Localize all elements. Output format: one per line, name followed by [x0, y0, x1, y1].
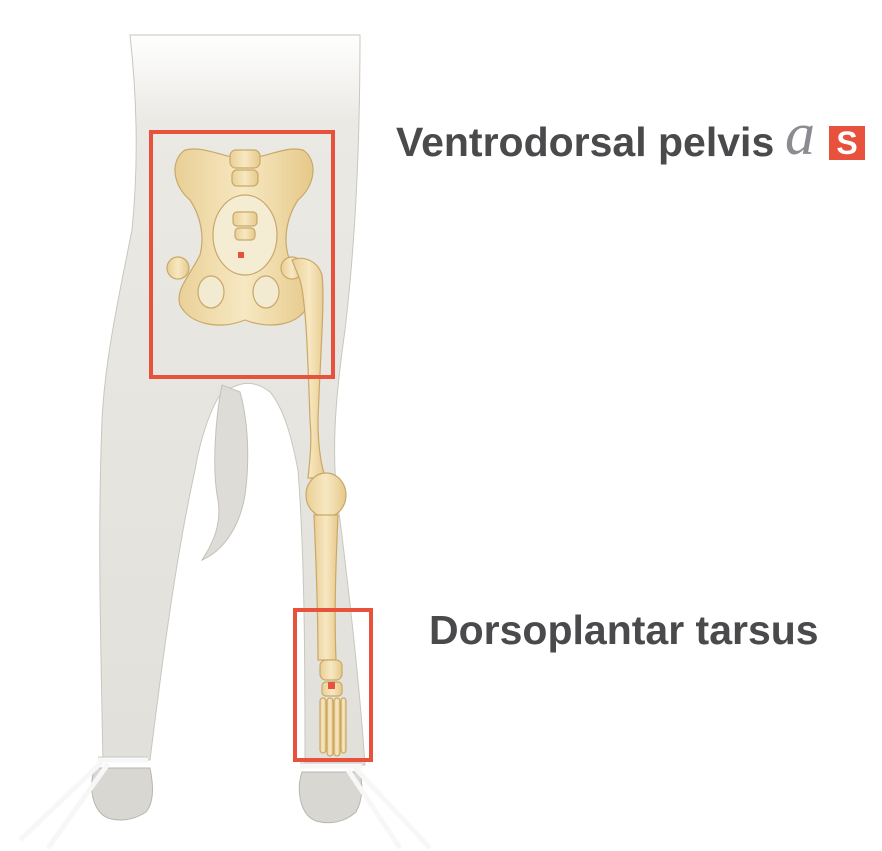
dorsoplantar-tarsus-label: Dorsoplantar tarsus — [429, 606, 819, 654]
tibia — [314, 515, 338, 660]
leg-ties — [20, 760, 430, 848]
pelvis-center-marker — [238, 252, 244, 258]
ventrodorsal-pelvis-label: Ventrodorsal pelvis — [396, 118, 774, 166]
brand-logo: a S — [785, 118, 877, 168]
logo-a-mark: a — [785, 104, 815, 164]
knee — [306, 473, 346, 517]
logo-s-badge: S — [829, 126, 865, 160]
tarsus-center-marker — [328, 682, 335, 689]
